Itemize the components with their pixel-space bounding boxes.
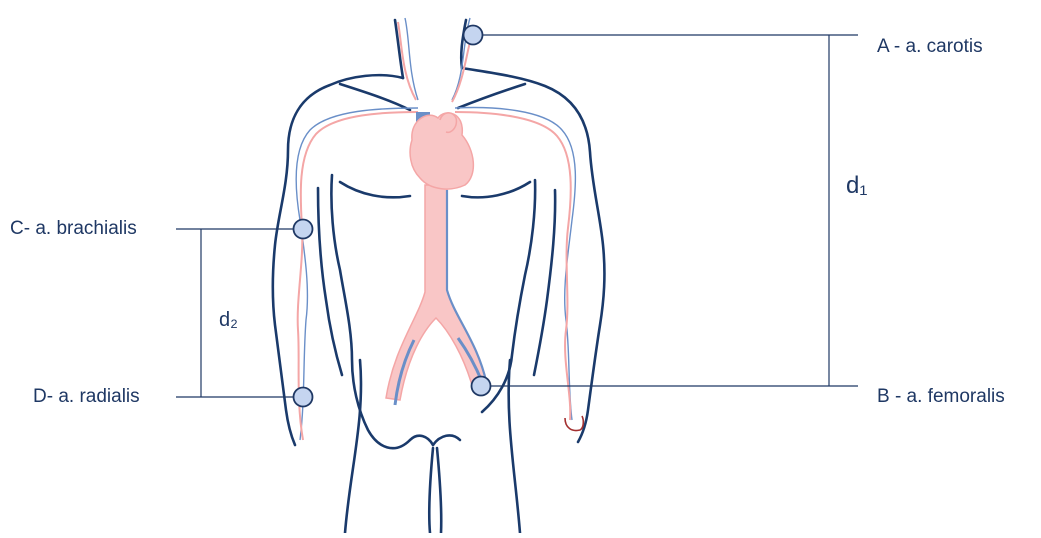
left-pectoral <box>340 182 410 197</box>
heart <box>410 113 473 189</box>
distance-d2-label: d₂ <box>219 310 238 330</box>
right-collar <box>458 84 525 108</box>
distance-d1-label: d₁ <box>846 174 867 198</box>
pulse-point-c <box>294 220 313 239</box>
crotch-right <box>433 435 460 445</box>
right-hand-detail <box>565 416 583 431</box>
pulse-point-a <box>464 26 483 45</box>
left-collar <box>340 84 410 110</box>
pulse-point-b <box>472 377 491 396</box>
label-a-carotis: A - a. carotis <box>877 37 983 56</box>
label-d-radialis: D- a. radialis <box>33 387 140 406</box>
inner-leg-right <box>437 448 441 533</box>
right-pectoral <box>462 182 530 197</box>
crotch-left <box>410 436 433 445</box>
label-b-femoralis: B - a. femoralis <box>877 387 1005 406</box>
left-arm-inner <box>318 188 342 375</box>
label-c-brachialis: C- a. brachialis <box>10 219 137 238</box>
pulse-point-d <box>294 388 313 407</box>
right-arm-inner <box>534 190 555 375</box>
jugular-vein-left <box>405 18 418 100</box>
left-torso-side <box>331 175 410 448</box>
inner-leg-left <box>429 448 433 533</box>
